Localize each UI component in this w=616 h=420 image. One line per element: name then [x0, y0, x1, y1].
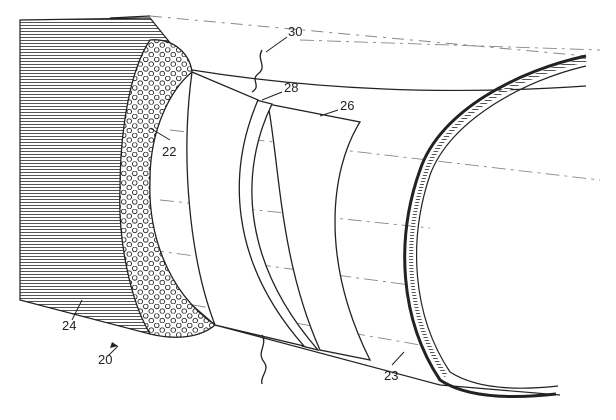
layer-26	[267, 103, 372, 361]
drain-wire-top	[251, 49, 263, 93]
leader-lines	[71, 36, 405, 366]
leader-26	[319, 109, 339, 117]
leader-30	[265, 36, 288, 53]
drain-wire-30	[251, 49, 267, 385]
label-22: 22	[162, 144, 176, 159]
drain-wire-bottom	[260, 334, 267, 385]
inner-wall-profile	[415, 65, 587, 389]
label-26: 26	[340, 98, 354, 113]
insulation-layer-22	[119, 39, 217, 338]
layer-26-body	[267, 103, 372, 361]
bottom-body-edge	[214, 324, 561, 396]
outer-wall-profile	[403, 54, 587, 399]
inner-layer-body	[186, 71, 306, 348]
leader-20-arrow	[107, 345, 119, 357]
leader-23	[391, 351, 405, 366]
arrow-head-20	[110, 342, 118, 348]
leader-22	[149, 127, 171, 141]
ref-line-5	[299, 39, 601, 51]
label-23: 23	[384, 368, 398, 383]
reference-numerals: 30 28 26 22 24 20 23	[62, 24, 398, 383]
label-30: 30	[288, 24, 302, 39]
top-body-edge	[191, 69, 587, 92]
label-24: 24	[62, 318, 76, 333]
ref-line-1	[169, 129, 601, 181]
ref-line-3	[149, 249, 411, 286]
top-dashed-edge	[149, 15, 587, 57]
leader-24	[71, 299, 83, 321]
leader-28	[261, 91, 283, 101]
label-20: 20	[98, 352, 112, 367]
insulation-hex-body	[119, 39, 217, 338]
cut-end-profile	[403, 54, 587, 399]
wall-hatching	[409, 58, 587, 378]
outer-body	[109, 15, 587, 396]
inner-layer-surface	[186, 71, 306, 348]
label-28: 28	[284, 80, 298, 95]
